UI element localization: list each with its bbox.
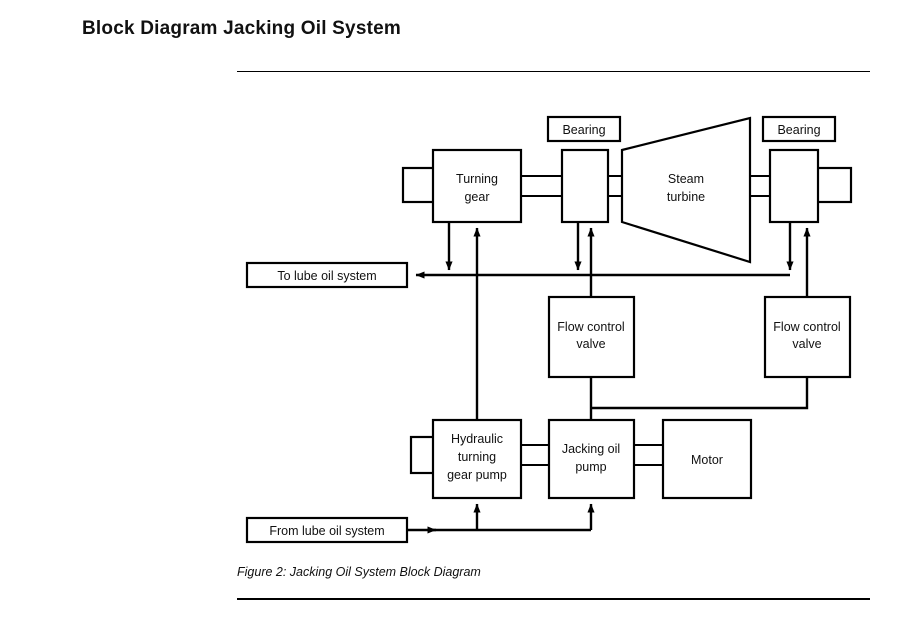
flow-valves-from-jacking-pump <box>589 377 809 420</box>
figure-caption: Figure 2: Jacking Oil System Block Diagr… <box>237 565 481 579</box>
flow-from-lube-oil-system <box>407 503 595 534</box>
shaft-stub-right <box>815 152 853 220</box>
block-motor[interactable]: Motor <box>661 418 753 500</box>
block-jacking-oil-pump[interactable]: Jacking oil pump <box>547 418 636 500</box>
shaft-turning-gear-to-bearing-left <box>521 175 562 197</box>
block-label-turning-gear-line2: gear <box>464 190 489 204</box>
shaft-bearing-left-to-turbine <box>608 175 622 197</box>
block-label-jacking-pump-line1: Jacking oil <box>562 442 620 456</box>
shaft-hydraulic-pump-to-jacking-pump <box>521 444 549 466</box>
block-steam-turbine[interactable]: Steam turbine <box>620 116 752 264</box>
shaft-turbine-to-bearing-right <box>750 175 770 197</box>
block-label-hydraulic-pump-line3: gear pump <box>447 468 507 482</box>
block-label-turning-gear-line1: Turning <box>456 172 498 186</box>
block-flow-control-valve-left[interactable]: Flow control valve <box>547 295 636 379</box>
block-label-jacking-pump-line2: pump <box>575 460 606 474</box>
shaft-stub-pump-left <box>409 422 436 496</box>
block-label-fcv-right-line2: valve <box>792 337 821 351</box>
tag-label-bearing-right: Bearing <box>777 123 820 137</box>
tag-to-lube-oil-system[interactable]: To lube oil system <box>245 261 409 289</box>
block-label-hydraulic-pump-line2: turning <box>458 450 496 464</box>
footer-divider-rule <box>237 598 870 600</box>
block-hydraulic-turning-gear-pump[interactable]: Hydraulic turning gear pump <box>431 418 523 500</box>
block-label-fcv-left-line1: Flow control <box>557 320 624 334</box>
block-label-fcv-left-line2: valve <box>576 337 605 351</box>
block-turning-gear[interactable]: Turning gear <box>431 148 523 224</box>
block-label-fcv-right-line1: Flow control <box>773 320 840 334</box>
header-divider-rule <box>237 71 870 72</box>
block-bearing-right[interactable] <box>768 148 820 224</box>
tag-label-from-lube-oil-system: From lube oil system <box>269 524 384 538</box>
shaft-jacking-pump-to-motor <box>634 444 663 466</box>
tag-bearing-label-left: Bearing <box>546 115 622 143</box>
page-title: Block Diagram Jacking Oil System <box>82 18 401 39</box>
tag-label-bearing-left: Bearing <box>562 123 605 137</box>
tag-from-lube-oil-system[interactable]: From lube oil system <box>245 516 409 544</box>
tag-label-to-lube-oil-system: To lube oil system <box>277 269 376 283</box>
shaft-stub-left <box>401 152 436 220</box>
block-label-steam-turbine-line2: turbine <box>667 190 705 204</box>
block-label-steam-turbine-line1: Steam <box>668 172 704 186</box>
block-label-hydraulic-pump-line1: Hydraulic <box>451 432 503 446</box>
block-label-motor: Motor <box>691 453 723 467</box>
block-flow-control-valve-right[interactable]: Flow control valve <box>763 295 852 379</box>
tag-bearing-label-right: Bearing <box>761 115 837 143</box>
block-bearing-left[interactable] <box>560 148 610 224</box>
